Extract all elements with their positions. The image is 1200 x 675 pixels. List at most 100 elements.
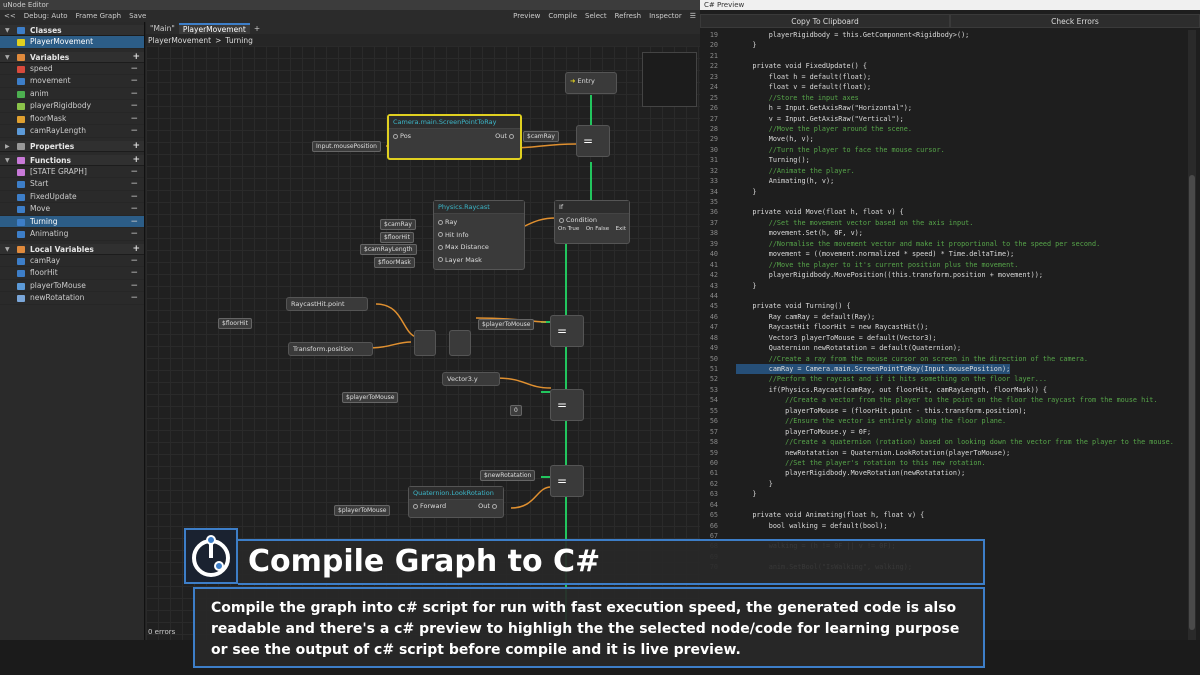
remove-item-button[interactable]: − <box>130 126 138 136</box>
code-line[interactable]: 19 playerRigidbody = this.GetComponent<R… <box>700 30 1188 40</box>
sidebar-item[interactable]: [STATE GRAPH]− <box>0 166 144 178</box>
output-port[interactable] <box>509 133 514 139</box>
code-line[interactable]: 66 bool walking = default(bool); <box>700 521 1188 531</box>
raycast-hit-point-node[interactable]: RaycastHit.point <box>286 297 368 311</box>
input-port[interactable] <box>393 133 398 139</box>
input-port[interactable] <box>438 257 443 262</box>
input-port[interactable] <box>413 503 418 509</box>
code-line[interactable]: 60 //Set the player's rotation to this n… <box>700 458 1188 468</box>
look-rotation-node[interactable]: Quaternion.LookRotation Forward Out <box>408 486 504 518</box>
code-line[interactable]: 52 //Perform the raycast and if it hits … <box>700 374 1188 384</box>
remove-item-button[interactable]: − <box>130 113 138 124</box>
scrollbar-thumb[interactable] <box>1189 175 1195 630</box>
code-line[interactable]: 41 //Move the player to it's current pos… <box>700 260 1188 270</box>
remove-item-button[interactable]: − <box>130 216 138 227</box>
sidebar-item[interactable]: camRay− <box>0 255 144 267</box>
section-properties[interactable]: ▶ Properties + <box>0 140 144 152</box>
camray-pill[interactable]: $camRay <box>380 219 416 230</box>
debug-dropdown[interactable]: Debug: Auto <box>23 12 68 20</box>
copy-to-clipboard-button[interactable]: Copy To Clipboard <box>700 14 950 28</box>
remove-item-button[interactable]: − <box>130 255 138 266</box>
code-line[interactable]: 65 private void Animating(float h, float… <box>700 510 1188 520</box>
remove-item-button[interactable]: − <box>130 204 138 214</box>
breadcrumb-item[interactable]: PlayerMovement <box>148 35 212 45</box>
set-rotation-node[interactable]: = <box>550 465 584 497</box>
remove-item-button[interactable]: − <box>130 76 138 86</box>
expand-arrow-icon[interactable]: ▼ <box>5 27 10 34</box>
code-line[interactable]: 42 playerRigidbody.MovePosition((this.tr… <box>700 270 1188 280</box>
sidebar-item[interactable]: floorHit− <box>0 267 144 280</box>
sidebar-item[interactable]: Move− <box>0 203 144 216</box>
set-player-to-mouse-node[interactable]: = <box>550 315 584 347</box>
code-line[interactable]: 20 } <box>700 40 1188 50</box>
remove-item-button[interactable]: − <box>130 229 138 239</box>
add-property-button[interactable]: + <box>132 140 140 151</box>
remove-item-button[interactable]: − <box>130 268 138 278</box>
code-line[interactable]: 40 movement = ((movement.normalized * sp… <box>700 249 1188 259</box>
floorhit-pill[interactable]: $floorHit <box>380 232 414 243</box>
sidebar-item[interactable]: newRotatation− <box>0 292 144 305</box>
port-label[interactable]: On True <box>558 226 580 232</box>
code-line[interactable]: 64 <box>700 500 1188 510</box>
set-camray-node[interactable]: = <box>576 125 610 157</box>
transform-position-node[interactable]: Transform.position <box>288 342 373 356</box>
input-port[interactable] <box>559 217 564 223</box>
port-label[interactable]: On False <box>585 226 610 232</box>
hamburger-icon[interactable]: ☰ <box>689 12 696 20</box>
section-variables[interactable]: ▼ Variables + <box>0 51 144 63</box>
code-line[interactable]: 38 movement.Set(h, 0F, v); <box>700 228 1188 238</box>
camraylength-pill[interactable]: $camRayLength <box>360 244 417 255</box>
code-line[interactable]: 47 RaycastHit floorHit = new RaycastHit(… <box>700 322 1188 332</box>
code-line[interactable]: 39 //Normalise the movement vector and m… <box>700 239 1188 249</box>
frame-graph-button[interactable]: Frame Graph <box>75 12 122 20</box>
floorhit-pill[interactable]: $floorHit <box>218 318 252 329</box>
remove-item-button[interactable]: − <box>130 166 138 177</box>
set-y-node[interactable]: = <box>550 389 584 421</box>
expand-arrow-icon[interactable]: ▼ <box>5 245 10 253</box>
subtract-node[interactable] <box>414 330 436 356</box>
code-line[interactable]: 26 h = Input.GetAxisRaw("Horizontal"); <box>700 103 1188 113</box>
check-errors-button[interactable]: Check Errors <box>950 14 1200 28</box>
code-line[interactable]: 33 Animating(h, v); <box>700 176 1188 186</box>
graph-canvas[interactable]: "Main" PlayerMovement + PlayerMovement >… <box>146 22 700 640</box>
section-functions[interactable]: ▼ Functions + <box>0 154 144 166</box>
vector3-y-node[interactable]: Vector3.y <box>442 372 500 386</box>
code-line[interactable]: 24 float v = default(float); <box>700 82 1188 92</box>
remove-item-button[interactable]: − <box>130 179 138 189</box>
code-line[interactable]: 46 Ray camRay = default(Ray); <box>700 312 1188 322</box>
sidebar-item[interactable]: Turning− <box>0 215 144 228</box>
code-line[interactable]: 44 <box>700 291 1188 301</box>
sidebar-item[interactable]: speed− <box>0 63 144 75</box>
expand-arrow-icon[interactable]: ▼ <box>5 156 10 164</box>
add-local-variable-button[interactable]: + <box>132 243 140 254</box>
code-line[interactable]: 48 Vector3 playerToMouse = default(Vecto… <box>700 333 1188 343</box>
select-button[interactable]: Select <box>585 12 607 20</box>
code-line[interactable]: 62 } <box>700 479 1188 489</box>
scrollbar[interactable] <box>1188 30 1196 640</box>
tab-main[interactable]: "Main" <box>150 23 175 33</box>
add-tab-button[interactable]: + <box>253 23 261 33</box>
code-line[interactable]: 28 //Move the player around the scene. <box>700 124 1188 134</box>
section-classes[interactable]: ▼ Classes <box>0 25 144 36</box>
sidebar-item[interactable]: floorMask− <box>0 113 144 125</box>
refresh-button[interactable]: Refresh <box>614 12 642 20</box>
sidebar-item[interactable]: camRayLength− <box>0 125 144 138</box>
compile-button[interactable]: Compile <box>548 12 578 20</box>
code-line[interactable]: 55 playerToMouse = (floorHit.point - thi… <box>700 406 1188 416</box>
remove-item-button[interactable]: − <box>130 293 138 303</box>
code-line[interactable]: 25 //Store the input axes <box>700 93 1188 103</box>
expand-arrow-icon[interactable]: ▼ <box>5 53 10 61</box>
preview-button[interactable]: Preview <box>513 12 541 20</box>
save-button[interactable]: Save <box>129 12 147 20</box>
section-local-variables[interactable]: ▼ Local Variables + <box>0 243 144 255</box>
sidebar-item[interactable]: FixedUpdate− <box>0 191 144 203</box>
collapse-button[interactable]: << <box>4 12 16 20</box>
sidebar-item[interactable]: playerToMouse− <box>0 280 144 292</box>
code-line[interactable]: 67 <box>700 531 1188 541</box>
code-view[interactable]: 19 playerRigidbody = this.GetComponent<R… <box>700 30 1188 640</box>
remove-item-button[interactable]: − <box>130 191 138 202</box>
input-port[interactable] <box>438 232 443 237</box>
new-rotation-pill[interactable]: $newRotatation <box>480 470 536 481</box>
code-line[interactable]: 43 } <box>700 281 1188 291</box>
code-line[interactable]: 54 //Create a vector from the player to … <box>700 395 1188 405</box>
